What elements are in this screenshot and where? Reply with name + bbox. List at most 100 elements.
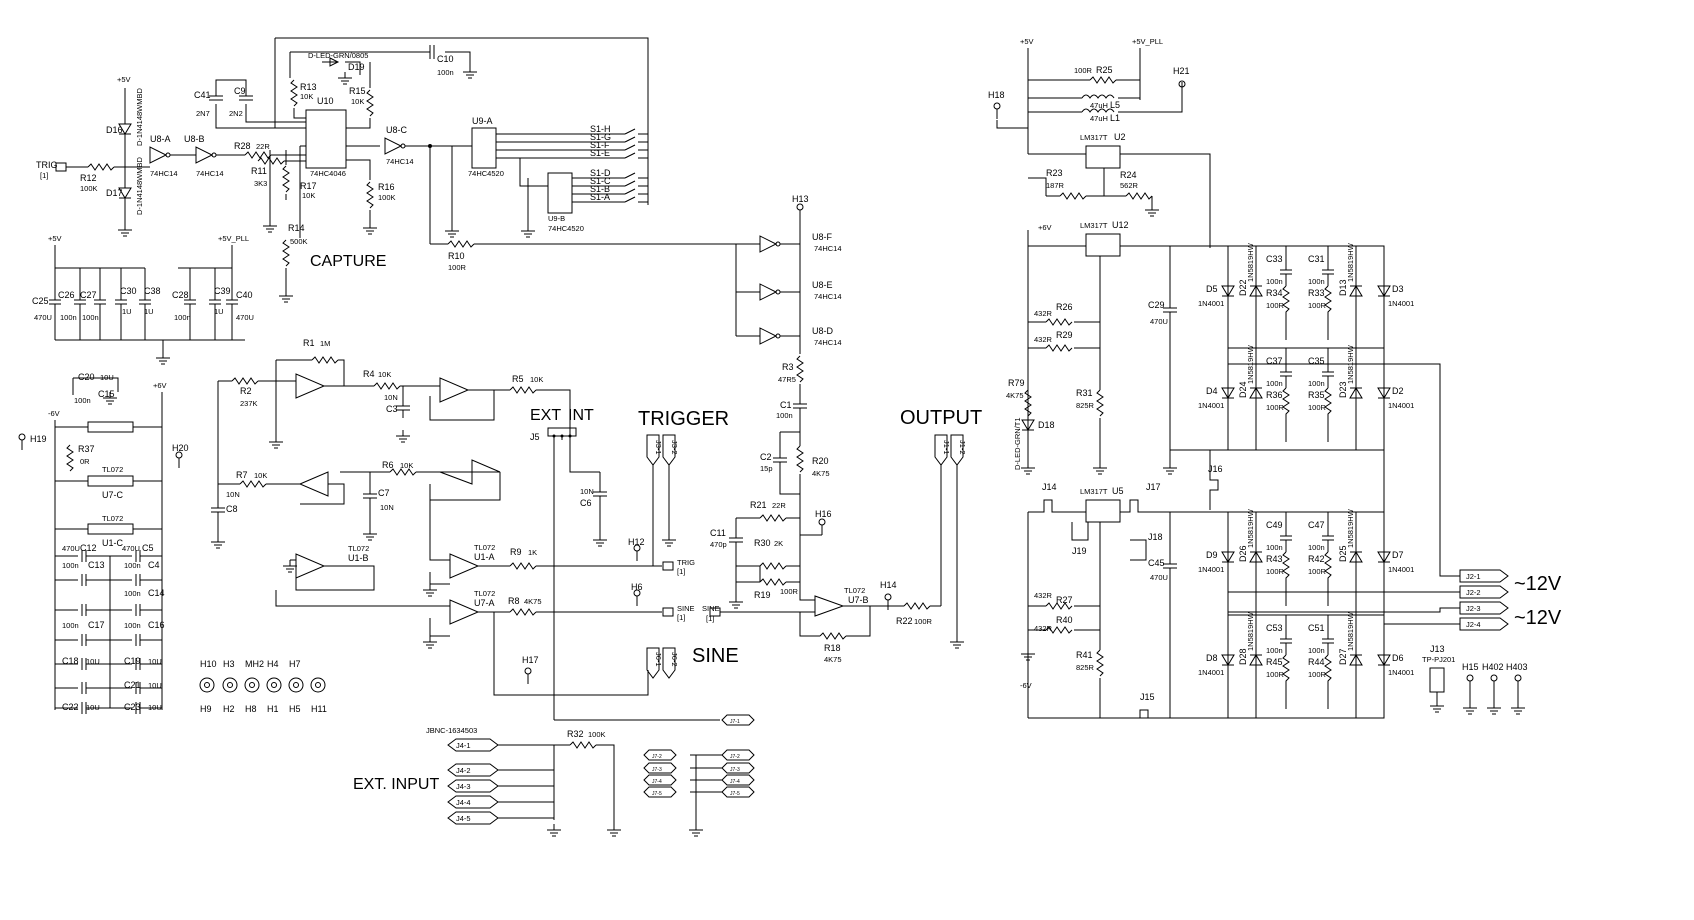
u1b-label: U1-B bbox=[348, 553, 369, 563]
label-d26: D26 bbox=[1238, 545, 1248, 562]
d16-part: D-1N4148WMBD bbox=[135, 87, 144, 146]
h6-label: H6 bbox=[631, 582, 643, 592]
potentiometer-r30 bbox=[759, 562, 787, 570]
testpoint-h19[interactable] bbox=[18, 433, 26, 451]
label-d22: D22 bbox=[1238, 279, 1248, 296]
mounting-hole-4 bbox=[288, 677, 304, 693]
connector-j7-5-4[interactable] bbox=[721, 786, 755, 798]
mount-label-top-1: H3 bbox=[223, 659, 235, 669]
c3-label: C3 bbox=[386, 404, 398, 414]
trig-input-connector[interactable] bbox=[55, 162, 67, 172]
j13-label: J13 bbox=[1430, 644, 1445, 654]
label-d25: D25 bbox=[1338, 545, 1348, 562]
testpoint-h402[interactable] bbox=[1490, 674, 1498, 692]
u9b-part: 74HC4520 bbox=[548, 224, 584, 233]
sine-output-connector[interactable] bbox=[662, 607, 674, 617]
c17-value: 100n bbox=[62, 621, 79, 630]
schottky-d26-icon bbox=[1249, 551, 1263, 563]
ac-input-connectors: J2-1 J2-2 J2-3 J2-4 ~12V ~12V bbox=[1228, 569, 1562, 631]
schmitt-u8a-icon bbox=[149, 146, 171, 164]
connector-j7-1-0[interactable] bbox=[721, 714, 755, 726]
r37-value: 0R bbox=[80, 457, 90, 466]
connector-j7-4-3[interactable] bbox=[721, 774, 755, 786]
c13-value: 100n bbox=[62, 561, 79, 570]
connector-j7-5-8[interactable] bbox=[643, 786, 677, 798]
s1-label-4: S1-D bbox=[590, 168, 611, 178]
c8-value: 10N bbox=[226, 490, 240, 499]
r25-label: R25 bbox=[1096, 65, 1113, 75]
u10-part: 74HC4046 bbox=[310, 169, 346, 178]
u8d-part: 74HC14 bbox=[814, 338, 842, 347]
c9-value: 2N2 bbox=[229, 109, 243, 118]
capacitor-c7 bbox=[362, 485, 378, 507]
dip-switch-s1[interactable] bbox=[624, 128, 648, 203]
value-r42: 100R bbox=[1308, 567, 1327, 576]
capacitor-c35 bbox=[1322, 348, 1334, 388]
r17-value: 10K bbox=[302, 191, 315, 200]
label-r44: R44 bbox=[1308, 657, 1325, 667]
testpoint-h20[interactable] bbox=[175, 451, 183, 469]
r6-value: 10K bbox=[400, 461, 413, 470]
testpoint-h15[interactable] bbox=[1466, 674, 1474, 692]
connector-j7-4-7[interactable] bbox=[643, 774, 677, 786]
c45-value: 470U bbox=[1150, 573, 1168, 582]
r14-value: 500K bbox=[290, 237, 308, 246]
r28-value: 22R bbox=[256, 142, 270, 151]
test-jack-j13[interactable] bbox=[1429, 667, 1445, 693]
value-c53: 100n bbox=[1266, 646, 1283, 655]
capacitor-c47 bbox=[1322, 512, 1334, 552]
mounting-hole-0 bbox=[199, 677, 215, 693]
c1-value: 100n bbox=[776, 411, 793, 420]
trig-out-label: TRIG bbox=[677, 558, 695, 567]
c30-label: C30 bbox=[120, 286, 137, 296]
decoupling-capacitor-3 bbox=[115, 268, 127, 340]
testpoint-h13[interactable] bbox=[796, 203, 804, 221]
ext-label: EXT bbox=[530, 407, 561, 424]
c19-value: 10U bbox=[148, 657, 162, 666]
trig-in-label: TRIG bbox=[36, 160, 58, 170]
resistor-r23 bbox=[1059, 192, 1087, 200]
pll-section: U10 74HC4046 C10 100n D-LED-GRN/0805 D19… bbox=[194, 37, 649, 303]
d17-part: D-1N4148WMBD bbox=[135, 156, 144, 215]
connector-j7-2-1[interactable] bbox=[721, 749, 755, 761]
rectifier-d2-icon bbox=[1377, 387, 1391, 399]
testpoint-h16[interactable] bbox=[818, 518, 826, 536]
c29-value: 470U bbox=[1150, 317, 1168, 326]
r31-label: R31 bbox=[1076, 388, 1093, 398]
j7-3-label-6: J7-3 bbox=[652, 767, 662, 773]
trig-output-connector[interactable] bbox=[662, 561, 674, 571]
r27-label: R27 bbox=[1056, 595, 1073, 605]
u9b-label: U9-B bbox=[548, 214, 565, 223]
r18-value: 4K75 bbox=[824, 655, 842, 664]
inductor-l5 bbox=[1028, 94, 1140, 99]
connector-j7-3-2[interactable] bbox=[721, 762, 755, 774]
testpoint-h6[interactable] bbox=[633, 589, 641, 607]
c25-label: C25 bbox=[32, 296, 49, 306]
u1b-part: TL072 bbox=[348, 544, 369, 553]
j16-label: J16 bbox=[1208, 464, 1223, 474]
testpoint-h12[interactable] bbox=[633, 544, 641, 562]
j1-2-label: J1-2 bbox=[958, 440, 967, 455]
counter-section: U9-A 74HC4520 U9-B 74HC4520 S1-HS1-GS1-F… bbox=[430, 116, 648, 238]
testpoint-h14[interactable] bbox=[884, 593, 892, 611]
r12-label: R12 bbox=[80, 173, 97, 183]
r8-value: 4K75 bbox=[524, 597, 542, 606]
label-d4: D4 bbox=[1206, 386, 1218, 396]
supply-capacitor-row-3 bbox=[55, 634, 162, 646]
c14-label: C14 bbox=[148, 588, 165, 598]
connector-j7-3-6[interactable] bbox=[643, 762, 677, 774]
c27-value: 100n bbox=[82, 313, 99, 322]
testpoint-h18[interactable] bbox=[993, 102, 1001, 120]
testpoint-h403[interactable] bbox=[1514, 674, 1522, 692]
r17-label: R17 bbox=[300, 181, 317, 191]
part-d4: 1N4001 bbox=[1198, 401, 1224, 410]
j5-label: J5 bbox=[530, 432, 540, 442]
supply-capacitor-row-2 bbox=[55, 604, 162, 616]
c41-label: C41 bbox=[194, 90, 211, 100]
resistor-r12 bbox=[87, 163, 115, 171]
value-c51: 100n bbox=[1308, 646, 1325, 655]
connector-j7-2-5[interactable] bbox=[643, 749, 677, 761]
testpoint-h17[interactable] bbox=[524, 667, 532, 685]
ic-u10 bbox=[305, 109, 347, 169]
mount-label-bot-3: H1 bbox=[267, 704, 279, 714]
